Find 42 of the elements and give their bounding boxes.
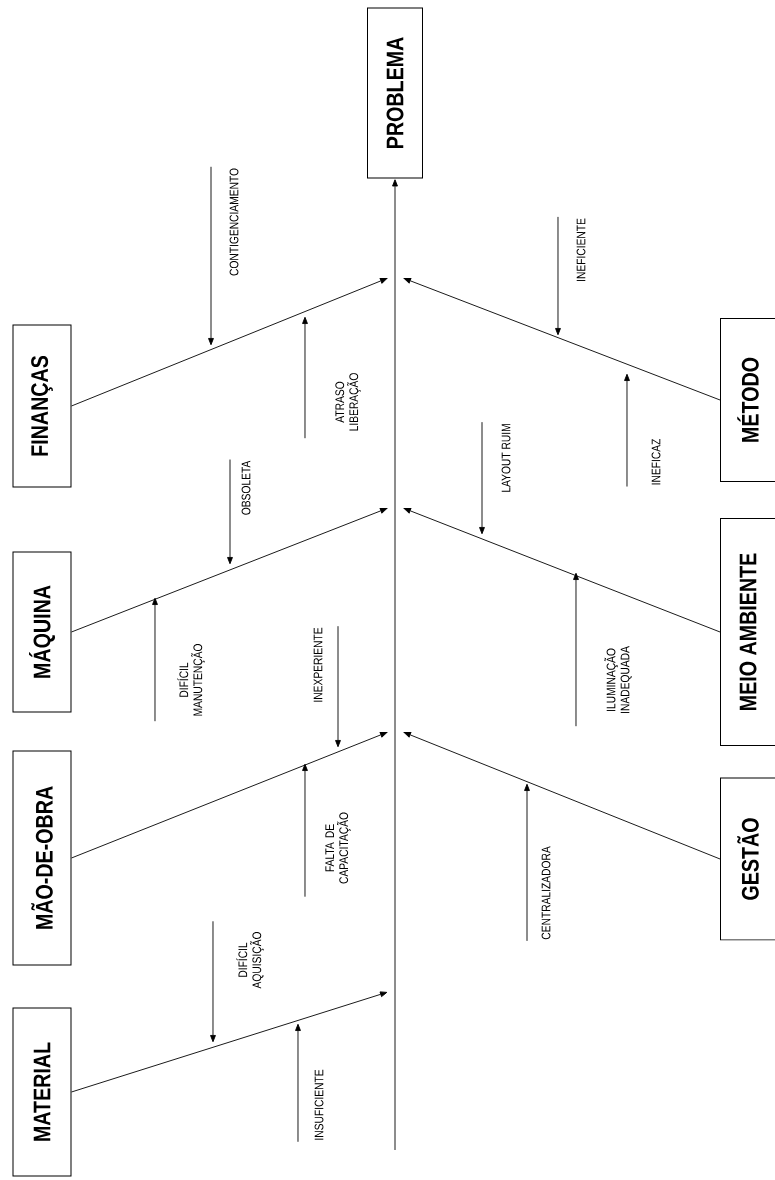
category-box: MÁQUINA	[12, 551, 72, 713]
category-box: MATERIAL	[12, 1007, 72, 1177]
cause-arrow	[152, 597, 158, 722]
cause-label: DIFÍCIL AQUISIÇÃO	[236, 932, 264, 989]
cause-label: FALTA DE CAPACITAÇÃO	[325, 812, 351, 884]
cause-arrow	[295, 1023, 301, 1143]
branch-arrow	[71, 732, 388, 859]
cause-arrow	[624, 373, 630, 487]
cause-arrow	[555, 216, 561, 336]
branch-arrow	[71, 508, 388, 633]
cause-label: INSUFICIENTE	[314, 1069, 324, 1140]
problem-box: PROBLEMA	[367, 7, 423, 179]
cause-arrow	[573, 572, 579, 727]
branch-arrow	[71, 278, 388, 407]
cause-label: INEXPERIENTE	[313, 627, 323, 702]
cause-arrow	[524, 783, 530, 942]
cause-arrow	[210, 920, 216, 1043]
branch-arrow	[403, 732, 721, 860]
spine-arrow	[392, 179, 398, 1151]
cause-label: LAYOUT RUIM	[501, 424, 511, 492]
cause-arrow	[302, 763, 308, 898]
cause-arrow	[302, 316, 308, 439]
cause-arrow	[208, 166, 214, 346]
category-box: FINANÇAS	[12, 324, 72, 488]
cause-label: CONTIGENCIAMENTO	[229, 168, 239, 276]
category-box: MÉTODO	[720, 318, 775, 482]
cause-arrow	[335, 625, 341, 748]
category-box: MÃO-DE-OBRA	[12, 750, 72, 966]
cause-label: INEFICIENTE	[576, 218, 586, 281]
cause-label: CENTRALIZADORA	[541, 846, 551, 940]
category-box: GESTÃO	[720, 777, 775, 941]
cause-label: DIFÍCIL MANUTENÇÃO	[177, 644, 205, 716]
category-box: MEIO AMBIENTE	[720, 518, 775, 746]
cause-arrow	[227, 459, 233, 565]
branch-arrow	[71, 991, 388, 1093]
cause-arrow	[479, 421, 485, 535]
cause-label: ILUMINAÇÃO INADEQUADA	[604, 646, 632, 713]
cause-label: INEFICAZ	[651, 438, 661, 485]
cause-label: OBSOLETA	[241, 460, 251, 515]
branch-arrow	[403, 508, 721, 633]
cause-label: ATRASO LIBERAÇÃO	[335, 373, 361, 431]
branch-arrow	[403, 277, 721, 401]
